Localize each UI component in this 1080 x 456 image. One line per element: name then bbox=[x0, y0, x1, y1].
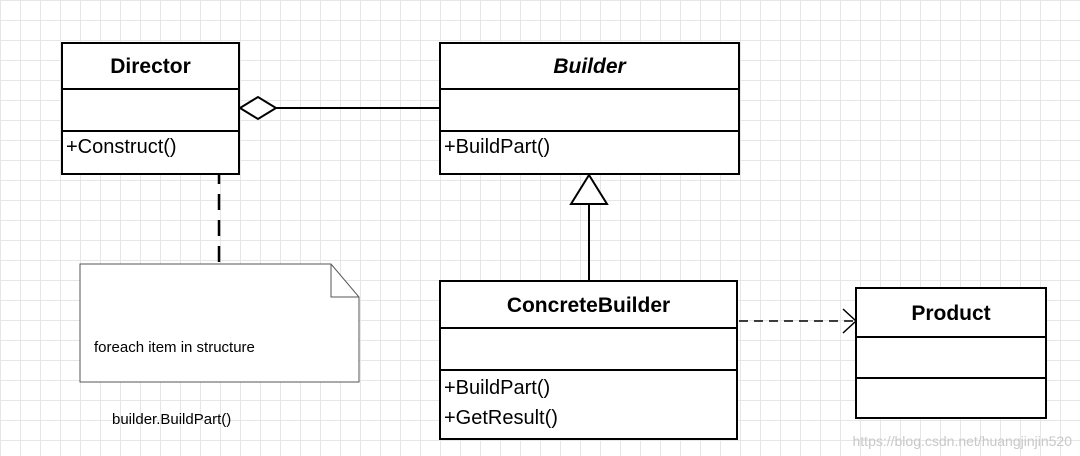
attributes-compartment bbox=[857, 338, 1045, 379]
operations-compartment: +BuildPart() +GetResult() bbox=[441, 371, 736, 433]
class-name: ConcreteBuilder bbox=[441, 282, 736, 329]
note-box[interactable] bbox=[79, 263, 360, 383]
watermark: https://blog.csdn.net/huangjinjin520 bbox=[852, 433, 1073, 449]
attributes-compartment bbox=[441, 90, 738, 132]
operations-compartment: +Construct() bbox=[63, 132, 238, 162]
operation: +Construct() bbox=[66, 136, 177, 158]
note-fold bbox=[330, 264, 359, 298]
class-name: Builder bbox=[441, 44, 738, 90]
note-line: builder.BuildPart() bbox=[112, 411, 232, 428]
product-class[interactable]: Product bbox=[855, 287, 1047, 419]
attributes-compartment bbox=[63, 90, 238, 132]
note-line: foreach item in structure bbox=[94, 339, 255, 356]
operation: +BuildPart() bbox=[444, 136, 551, 158]
generalization-arrowhead bbox=[569, 173, 609, 205]
aggregation-diamond bbox=[238, 95, 278, 121]
operations-compartment: +BuildPart() bbox=[441, 132, 738, 162]
concrete-builder-class[interactable]: ConcreteBuilder +BuildPart() +GetResult(… bbox=[439, 280, 738, 440]
note-text: foreach item in structure builder.BuildP… bbox=[94, 288, 255, 456]
director-class[interactable]: Director +Construct() bbox=[61, 42, 240, 175]
class-name: Director bbox=[63, 44, 238, 90]
operation: +GetResult() bbox=[444, 407, 558, 429]
class-name: Product bbox=[857, 289, 1045, 338]
builder-class[interactable]: Builder +BuildPart() bbox=[439, 42, 740, 175]
operation: +BuildPart() bbox=[444, 377, 551, 399]
attributes-compartment bbox=[441, 329, 736, 371]
